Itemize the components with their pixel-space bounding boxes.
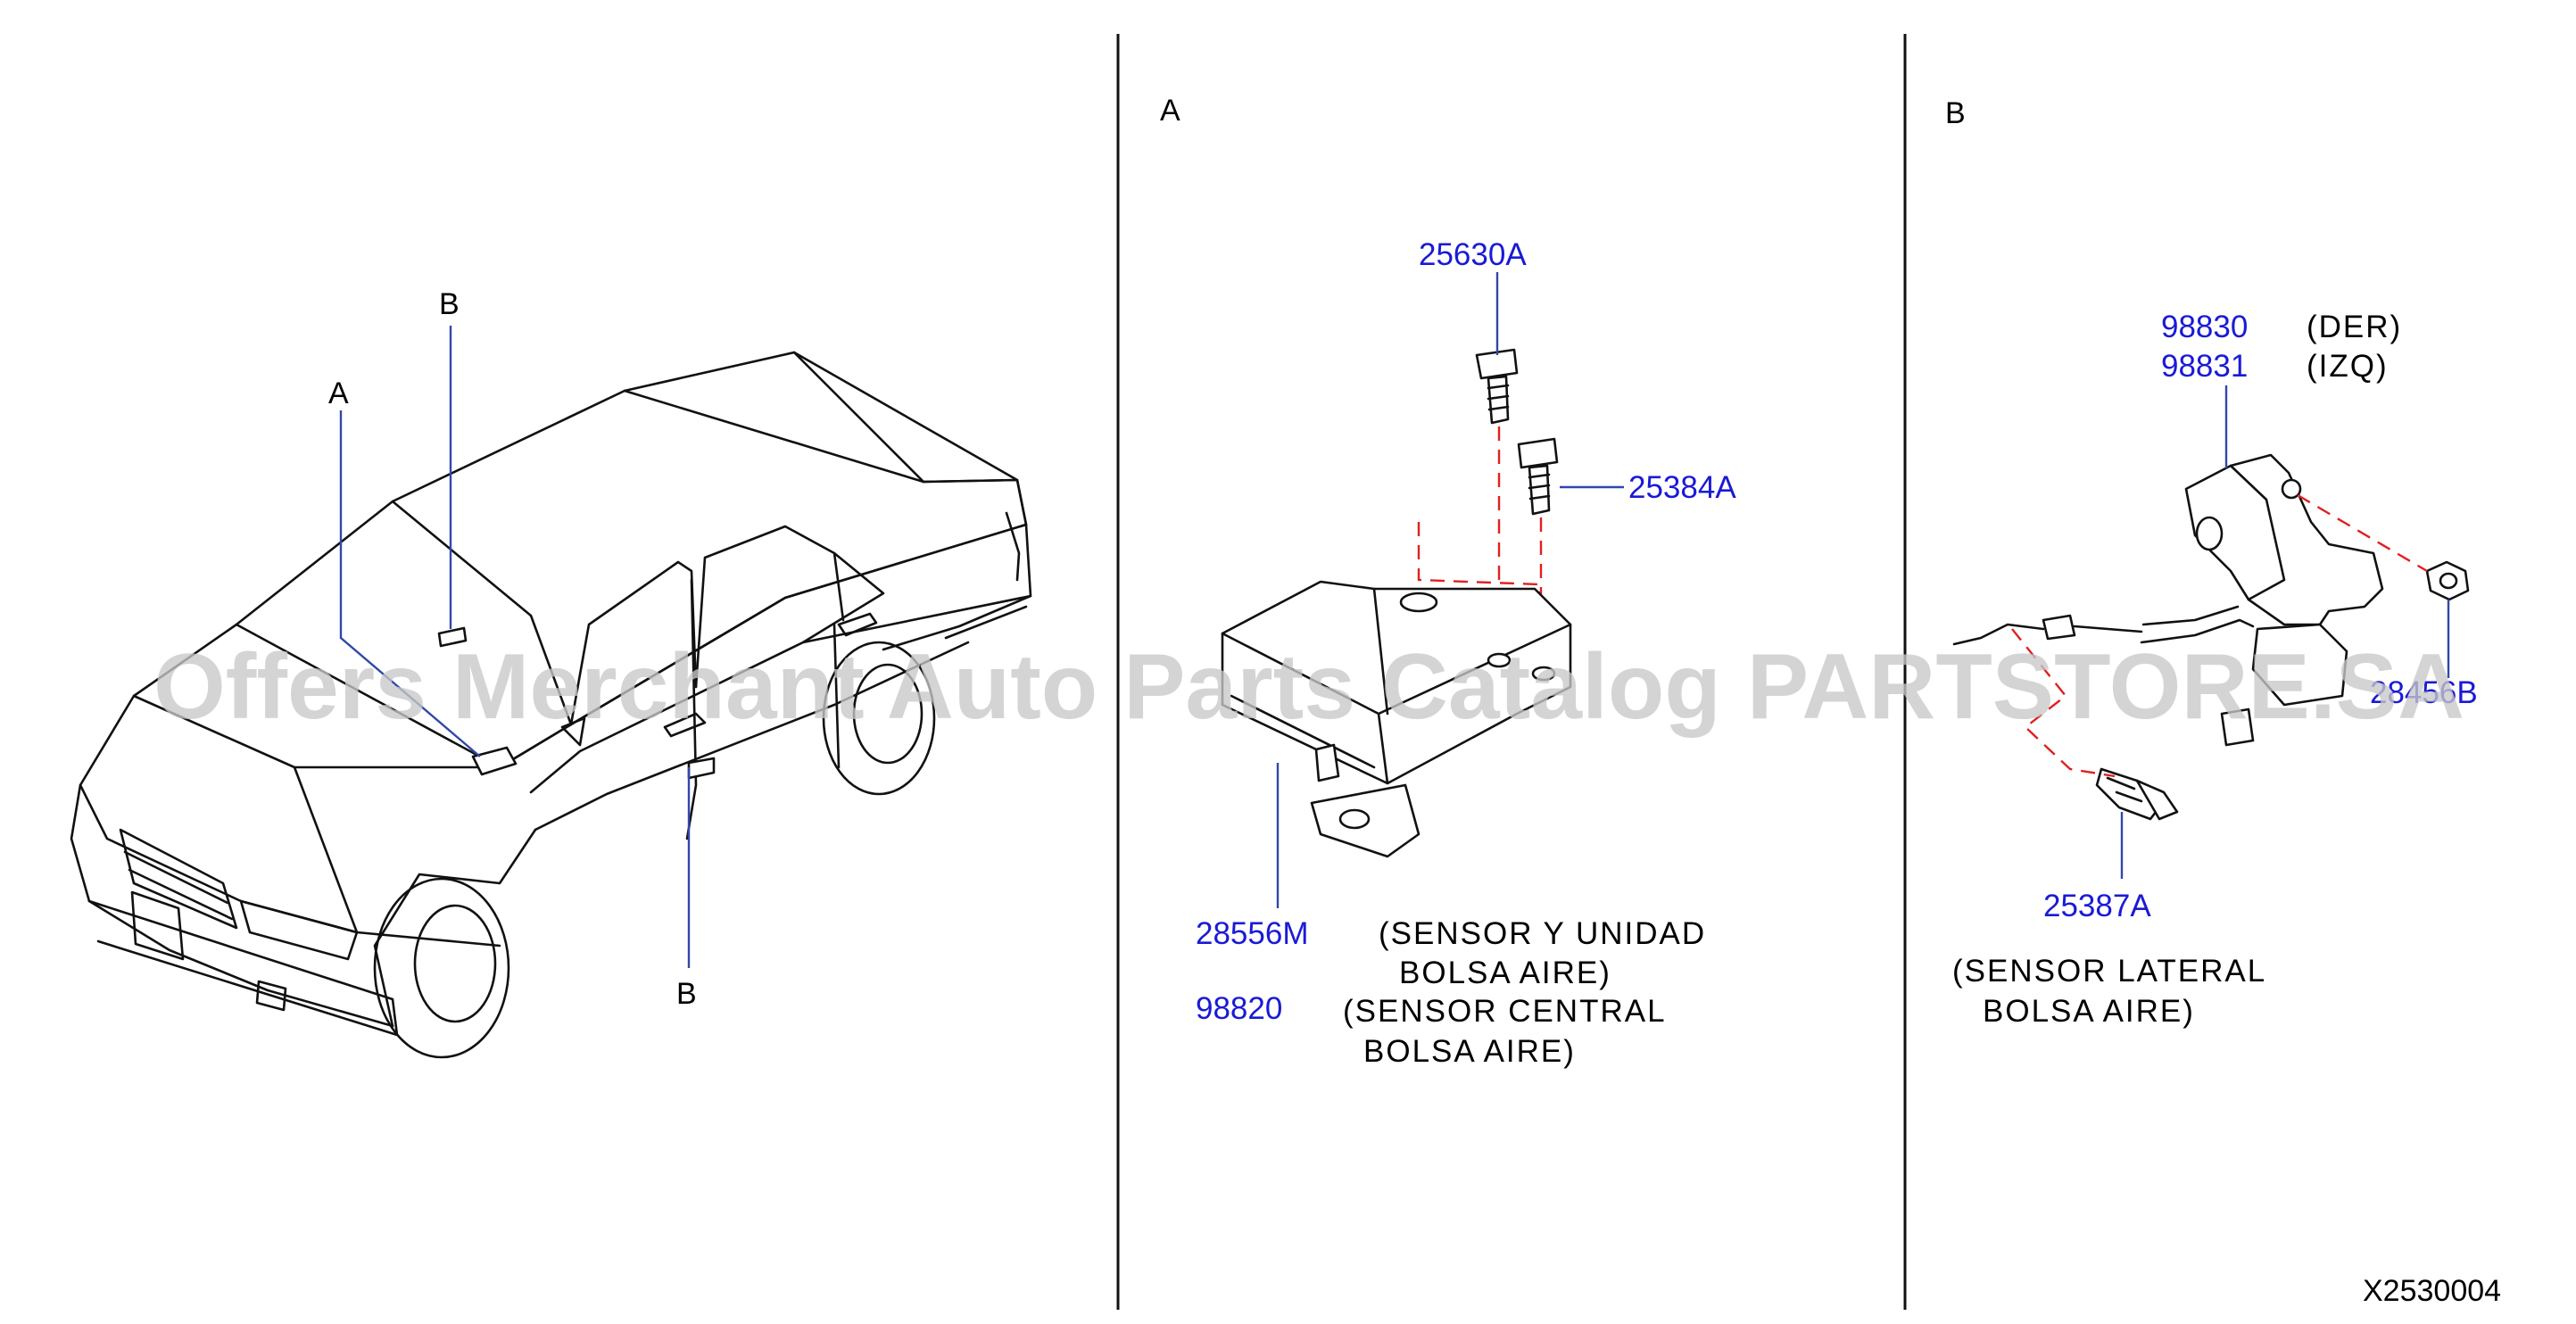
part-number-98820: 98820 <box>1196 991 1282 1026</box>
airbag-sensor-unit <box>1221 580 1572 858</box>
desc-unit-line1: (SENSOR Y UNIDAD <box>1379 916 1706 951</box>
part-number-25387a: 25387A <box>2043 889 2151 923</box>
part-number-98831: 98831 <box>2161 349 2248 384</box>
car-illustration <box>70 351 1032 1059</box>
part-number-28456b: 28456B <box>2370 675 2478 710</box>
desc-unit-line2: BOLSA AIRE) <box>1399 956 1611 990</box>
diagram-code: X2530004 <box>2363 1274 2501 1308</box>
heading-b: B <box>1945 96 1966 130</box>
desc-central-line2: BOLSA AIRE) <box>1363 1034 1576 1069</box>
side-label-left: (IZQ) <box>2307 349 2389 384</box>
callout-b-bottom: B <box>676 977 697 1011</box>
side-label-right: (DER) <box>2307 310 2402 344</box>
part-number-28556m: 28556M <box>1196 916 1308 951</box>
part-number-25384a: 25384A <box>1628 470 1736 505</box>
desc-central-line1: (SENSOR CENTRAL <box>1343 994 1667 1029</box>
dashed-line-b2 <box>2011 628 2116 778</box>
nut-28456b <box>2425 560 2470 601</box>
part-number-25630a: 25630A <box>1419 237 1527 272</box>
bolt-25387a <box>2095 767 2179 821</box>
bolt-25630a <box>1475 348 1519 425</box>
callout-b-top: B <box>439 287 460 321</box>
heading-a: A <box>1160 94 1180 128</box>
callout-a: A <box>328 377 349 410</box>
side-airbag-sensor <box>1952 453 2384 747</box>
desc-lateral-line1: (SENSOR LATERAL <box>1952 954 2266 989</box>
leader-a <box>339 410 481 757</box>
desc-lateral-line2: BOLSA AIRE) <box>1983 994 2195 1029</box>
dashed-line-b1 <box>2297 493 2428 573</box>
bolt-25384a <box>1517 437 1559 516</box>
watermark-text: Offers Merchant Auto Parts Catalog PARTS… <box>153 635 2464 739</box>
part-number-98830: 98830 <box>2161 310 2248 344</box>
